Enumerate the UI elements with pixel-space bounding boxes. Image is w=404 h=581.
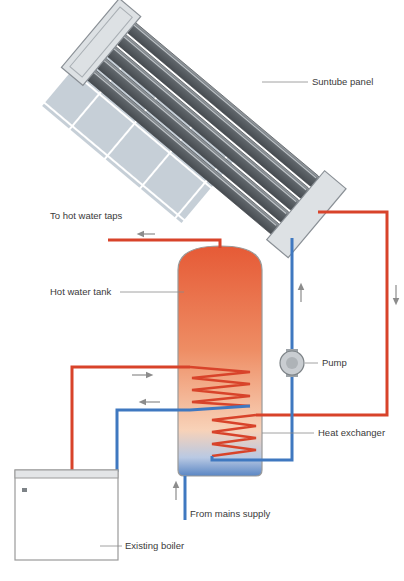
pump <box>280 349 304 377</box>
tube-highlight <box>92 71 276 225</box>
part-label: Hot water tank <box>50 286 111 298</box>
tube <box>101 41 302 213</box>
mains-pipe <box>184 476 187 520</box>
solar-flow-pipe <box>256 212 387 415</box>
tube-highlight <box>112 47 296 201</box>
tube <box>91 53 292 225</box>
hot-water-tank <box>178 246 262 476</box>
suntube-tubes <box>81 17 322 236</box>
part-label: Heat exchanger <box>318 427 385 439</box>
tube-highlight <box>102 59 286 213</box>
boiler-flow-pipe <box>72 367 190 472</box>
roof-and-panel <box>34 0 346 290</box>
solar-return-pipe <box>212 238 292 460</box>
tube-highlight <box>132 24 316 178</box>
part-label: From mains supply <box>190 508 270 520</box>
boiler-return-pipe <box>117 406 250 472</box>
hot-pipe <box>108 240 220 248</box>
part-label: To hot water taps <box>50 210 122 222</box>
heat-exchanger-coil <box>212 415 256 456</box>
leader-lines <box>100 82 318 546</box>
part-label: Pump <box>322 357 347 369</box>
tube-highlight <box>122 35 306 189</box>
part-label: Suntube panel <box>312 76 373 88</box>
part-label: Existing boiler <box>125 540 184 552</box>
boiler <box>15 470 118 560</box>
boiler-coil <box>190 367 250 406</box>
